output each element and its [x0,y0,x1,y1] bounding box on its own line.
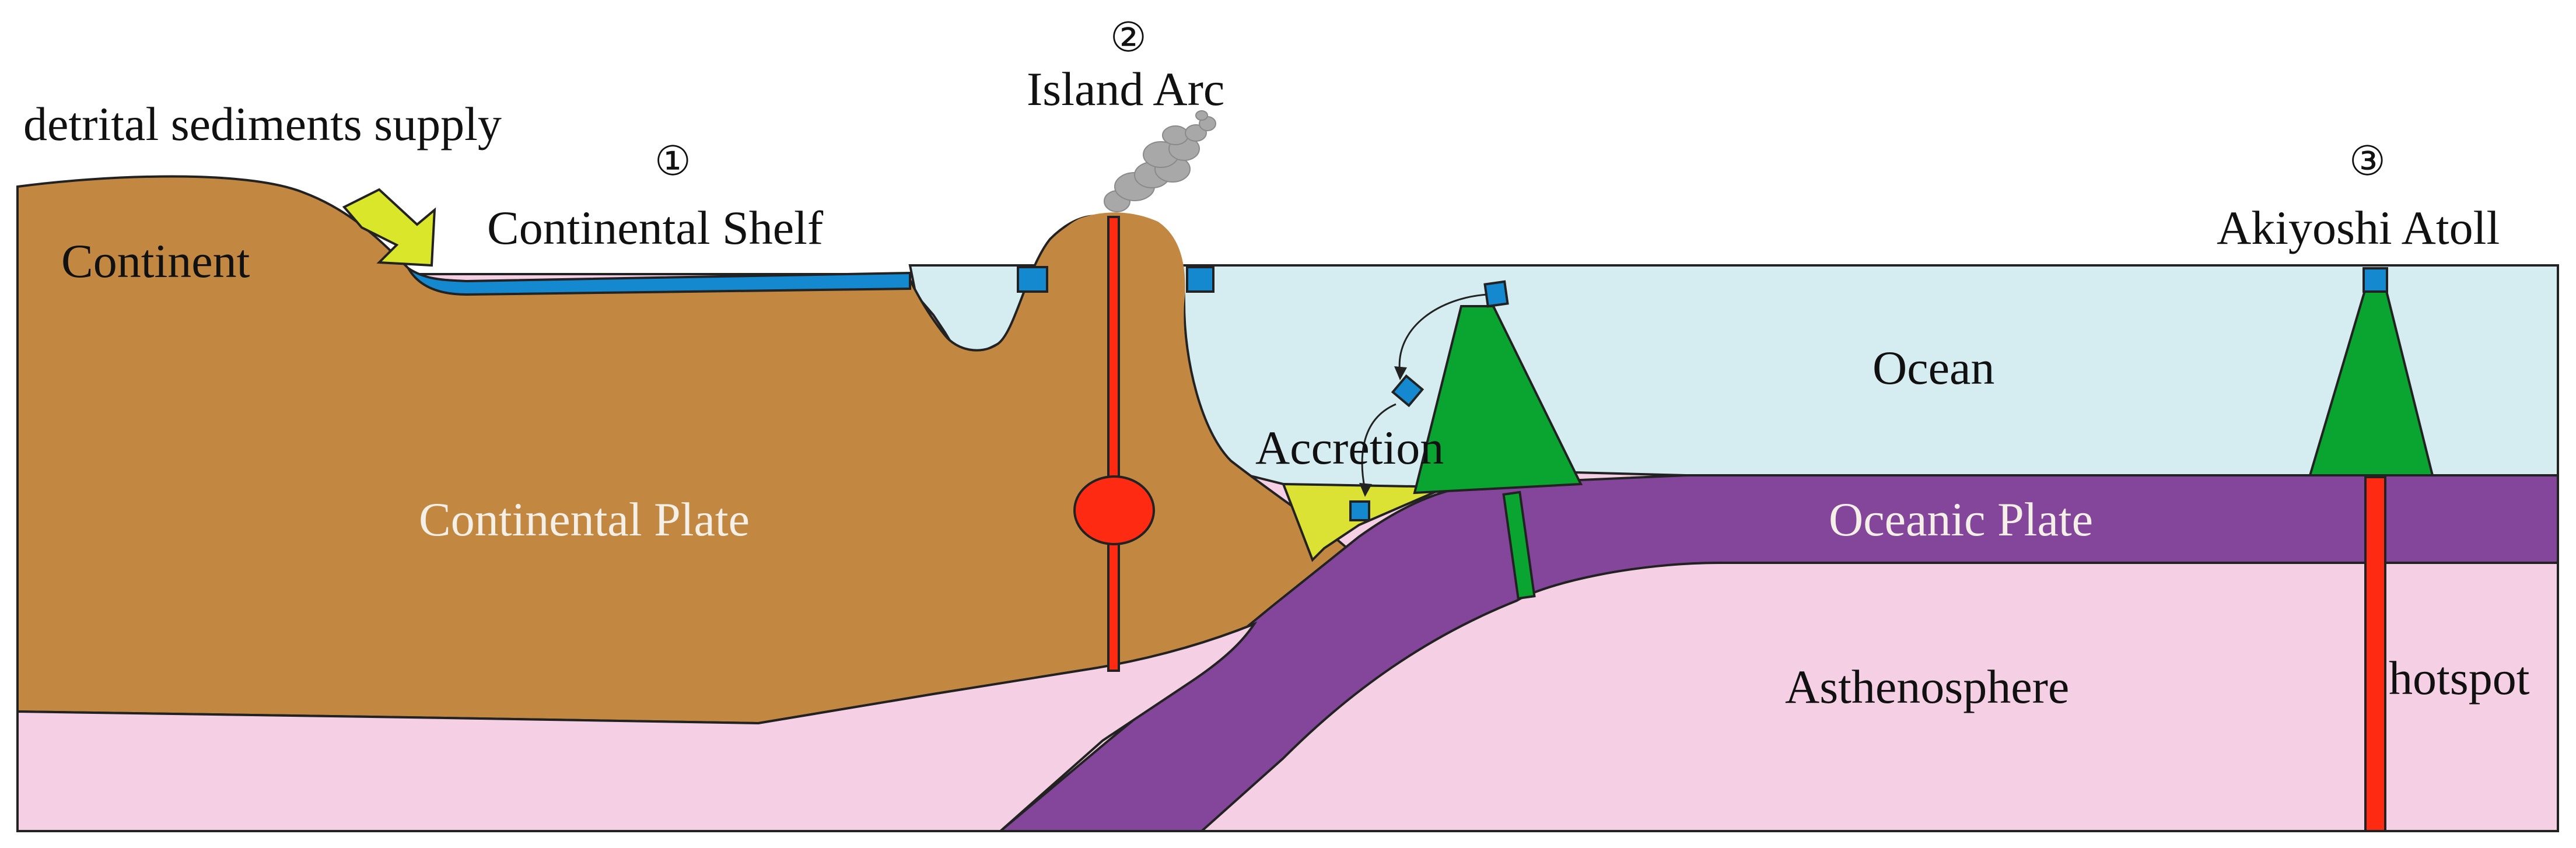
marker-one: ① [654,139,691,184]
sediment-arrow-icon [342,188,436,267]
label-continental-shelf: Continental Shelf [487,201,824,254]
magma-chamber [1073,475,1155,545]
oceanic-plate [997,474,2559,832]
akiyoshi-cap-carbonate [2362,267,2388,293]
accreted-carbonate-block [1349,500,1370,521]
island-arc-reef-left [1017,266,1048,293]
island-arc-magma-conduit [1107,216,1120,672]
hotspot-conduit [2364,476,2386,832]
label-accretion: Accretion [1255,421,1444,474]
falling-carbonate-block [1391,374,1424,408]
label-asthenosphere: Asthenosphere [1785,660,2069,713]
transport-arrowheads [1359,366,1407,497]
label-oceanic-plate: Oceanic Plate [1829,493,2093,546]
island-arc-mountain [1021,212,1237,507]
label-continental-plate: Continental Plate [419,493,750,546]
volcanic-smoke [1104,110,1216,212]
label-akiyoshi-atoll: Akiyoshi Atoll [2217,201,2500,254]
label-sediments: detrital sediments supply [23,97,502,150]
island-arc-reef-right [1186,266,1214,293]
marker-two: ② [1110,16,1147,61]
seamount-trench [1413,305,1583,495]
mantle-wedge [16,621,1258,832]
continental-shelf-carbonate [407,267,911,296]
seamount-conduit [1502,490,1536,600]
label-ocean: Ocean [1873,341,1994,394]
label-island-arc: Island Arc [1027,62,1224,115]
seamount-cap-carbonate [1483,280,1509,308]
transport-arrows [1361,293,1488,490]
label-continent: Continent [61,234,250,288]
label-hotspot: hotspot [2389,651,2530,705]
marker-three: ③ [2349,139,2386,184]
